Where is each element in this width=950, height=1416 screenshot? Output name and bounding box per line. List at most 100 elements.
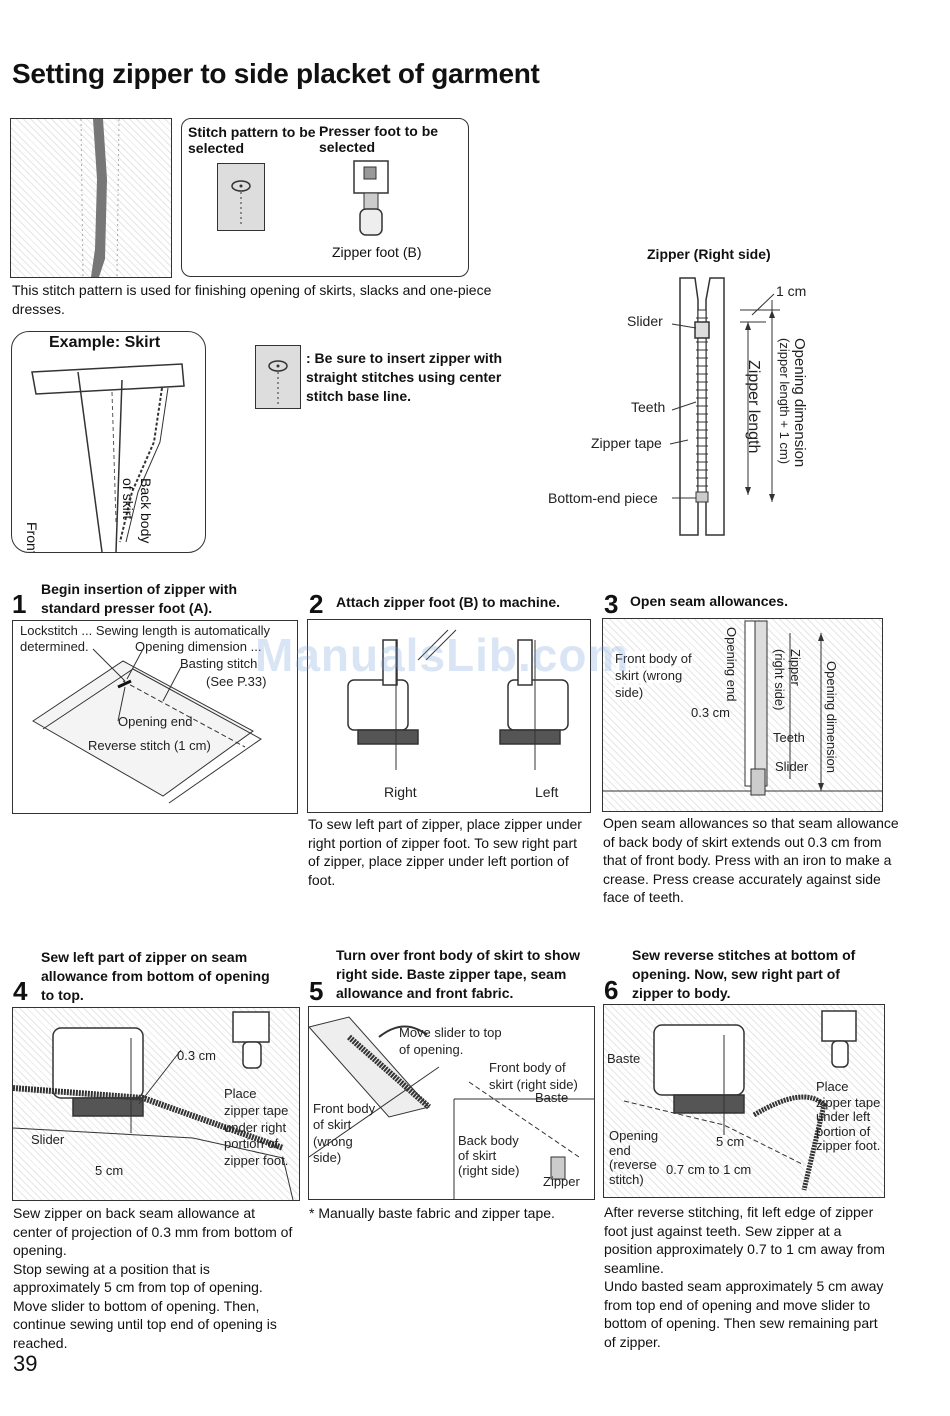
step-4-place-4: portion of [224,1136,279,1151]
stitch-pattern-header: Stitch pattern to be selected [188,124,316,156]
step-3-text: Open seam allowances so that seam allowa… [603,815,899,905]
step-1-figure: Lockstitch ... Sewing length is automati… [12,620,298,814]
step-4-heading: Sew left part of zipper on seam allowanc… [41,949,270,1003]
step-3-teeth: Teeth [773,730,805,745]
front-body-label: Front body of skirt [24,522,40,552]
step-5-back-1: Back body [458,1133,519,1148]
step-4-place-1: Place [224,1086,257,1101]
step-6-heading: Sew reverse stitches at bottom of openin… [632,947,856,1001]
step-5-zipper: Zipper [543,1174,580,1189]
step-4-slider: Slider [31,1132,65,1147]
step-5-front-r2: skirt (right side) [489,1077,578,1092]
step-3-right-side: (right side) [772,649,787,711]
page-title: Setting zipper to side placket of garmen… [12,58,540,89]
step-4-place-5: zipper foot. [224,1153,289,1168]
step-1-opening-dimension-label: Opening dimension ... [135,639,262,654]
step-6-place-1: Place [816,1079,849,1094]
opening-dimension-label: Opening dimension [791,338,808,468]
stitch-pattern-key-icon [217,163,265,231]
step-4-place-3: under right [224,1120,287,1135]
bottom-end-piece-label: Bottom-end piece [548,490,658,506]
step-5-back-3: (right side) [458,1163,520,1178]
note-key-icon [255,345,301,409]
step-5-heading: Turn over front body of skirt to show ri… [336,947,580,1001]
step-5-text: * Manually baste fabric and zipper tape. [309,1205,555,1221]
step-5-move-1: Move slider to top [399,1025,502,1040]
stitch-sample-image [10,118,172,278]
step-6-opening-3: (reverse [609,1157,657,1172]
step-3-number: 3 [604,589,619,619]
step-6-place-2: zipper tape [816,1095,881,1110]
step-4-number: 4 [13,976,28,1006]
step-1-number: 1 [12,589,27,619]
step-4-five-cm: 5 cm [95,1163,124,1178]
step-5-front-w2: of skirt [313,1117,352,1132]
zipper-slider-label: Slider [627,313,663,329]
step-6-opening-1: Opening [609,1128,659,1143]
step-6-place-5: zipper foot. [816,1138,881,1153]
step-2-right-label: Right [384,784,417,800]
step-3-slider: Slider [775,759,809,774]
step-1-determined-label: determined. [20,639,89,654]
intro-text: This stitch pattern is used for finishin… [12,282,492,317]
step-5-back-2: of skirt [458,1148,497,1163]
step-2-left-label: Left [535,784,559,800]
zipper-foot-name: Zipper foot (B) [332,244,422,260]
step-4-text: Sew zipper on back seam allowance at cen… [13,1205,293,1351]
step-6-opening-4: stitch) [609,1172,644,1187]
presser-foot-header: Presser foot to be selected [319,123,439,155]
watermark: ManualsLib.com [255,629,630,681]
step-3-opening-end: Opening end [724,627,739,702]
step-1-lockstitch-label: Lockstitch ... Sewing length is automati… [20,623,271,638]
step-3-front-2: skirt (wrong [615,668,683,683]
step-5-front-w3: (wrong [313,1134,353,1149]
step-6-text: After reverse stitching, fit left edge o… [604,1204,885,1350]
zipper-teeth-label: Teeth [631,399,666,415]
step-2-text: To sew left part of zipper, place zipper… [308,816,582,888]
step-5-figure: Move slider to top of opening. Front bod… [308,1006,595,1200]
note-text: : Be sure to insert zipper with straight… [306,350,503,404]
example-skirt-box: Example: Skirt Front body of skirt Back … [11,331,206,553]
step-1-see-label: (See P.33) [206,674,267,689]
zipper-tape-label: Zipper tape [591,435,662,451]
back-body-label-1: Back body [138,478,154,544]
step-5-number: 5 [309,976,324,1006]
skirt-drawing [31,363,185,552]
step-6-range: 0.7 cm to 1 cm [666,1162,752,1177]
step-6-opening-2: end [609,1143,631,1158]
step-4-figure: 0.3 cm Place zipper tape under right por… [12,1007,300,1201]
step-3-dim: 0.3 cm [691,705,731,720]
selection-box: Stitch pattern to be selected Presser fo… [181,118,469,277]
zipper-length-label: Zipper length [745,360,762,454]
step-4-place-2: zipper tape [224,1103,289,1118]
opening-formula-label: (zipper length + 1 cm) [777,338,792,465]
step-6-place-3: under left [816,1109,871,1124]
step-5-baste: Baste [535,1090,569,1105]
step-3-front-1: Front body of [615,651,692,666]
step-6-place-4: portion of [816,1124,871,1139]
step-5-move-2: of opening. [399,1042,464,1057]
step-3-heading: Open seam allowances. [630,593,788,609]
page-number: 39 [13,1351,38,1376]
step-2-number: 2 [309,589,324,619]
step-1-basting-label: Basting stitch [180,656,258,671]
zipper-foot-icon [350,159,394,239]
step-1-opening-end-label: Opening end [118,714,193,729]
step-5-front-w1: Front body [313,1101,376,1116]
step-3-zipper: Zipper [788,649,803,686]
step-1-heading: Begin insertion of zipper with standard … [41,581,237,616]
step-3-figure: Front body of skirt (wrong side) Opening… [602,618,883,812]
step-6-number: 6 [604,975,619,1005]
step-4-dim: 0.3 cm [177,1048,217,1063]
example-title: Example: Skirt [49,334,161,351]
step-6-five-cm: 5 cm [716,1134,745,1149]
step-2-heading: Attach zipper foot (B) to machine. [336,594,560,610]
zipper-diagram-title: Zipper (Right side) [647,246,771,262]
back-body-label-2: of skirt [120,478,136,520]
step-3-opening-dimension: Opening dimension [824,661,839,774]
stitch-sample-drawing [80,119,120,277]
step-5-front-r1: Front body of [489,1060,566,1075]
step-3-front-3: side) [615,685,644,700]
step-5-front-w4: side) [313,1150,342,1165]
step-6-figure: Baste Place zipper tape under left porti… [603,1004,885,1198]
